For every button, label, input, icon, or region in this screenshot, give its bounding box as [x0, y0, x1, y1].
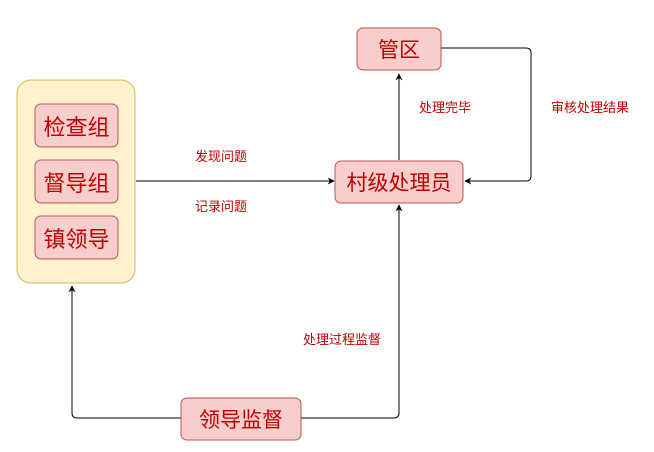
group-member-supervision: 督导组: [34, 159, 119, 204]
village-officer-node: 村级处理员: [334, 160, 464, 204]
edge-label-process-supervision: 处理过程监督: [303, 333, 381, 348]
district-node: 管区: [356, 27, 442, 71]
edges: [68, 47, 532, 419]
edge-district-to-village-officer: [441, 47, 532, 185]
group-member-inspection-label: 检查组: [43, 116, 109, 141]
edge-leader-to-group: [68, 285, 181, 419]
edge-label-find-problem: 发现问题: [195, 149, 247, 165]
village-officer-label: 村级处理员: [347, 171, 452, 195]
leader-supervision-label: 领导监督: [199, 408, 283, 432]
edge-leader-to-village-officer: [301, 204, 403, 419]
edge-label-record-problem: 记录问题: [195, 200, 247, 215]
group-member-town-leader: 镇领导: [34, 215, 119, 260]
edge-label-processing-done: 处理完毕: [419, 101, 471, 116]
group-member-supervision-label: 督导组: [43, 172, 109, 197]
leader-supervision-node: 领导监督: [180, 397, 302, 441]
edge-label-review-result: 审核处理结果: [551, 101, 629, 116]
group-container: 检查组 督导组 镇领导: [16, 79, 136, 284]
group-member-town-leader-label: 镇领导: [43, 228, 109, 253]
district-label: 管区: [378, 38, 420, 62]
group-member-inspection: 检查组: [34, 103, 119, 148]
